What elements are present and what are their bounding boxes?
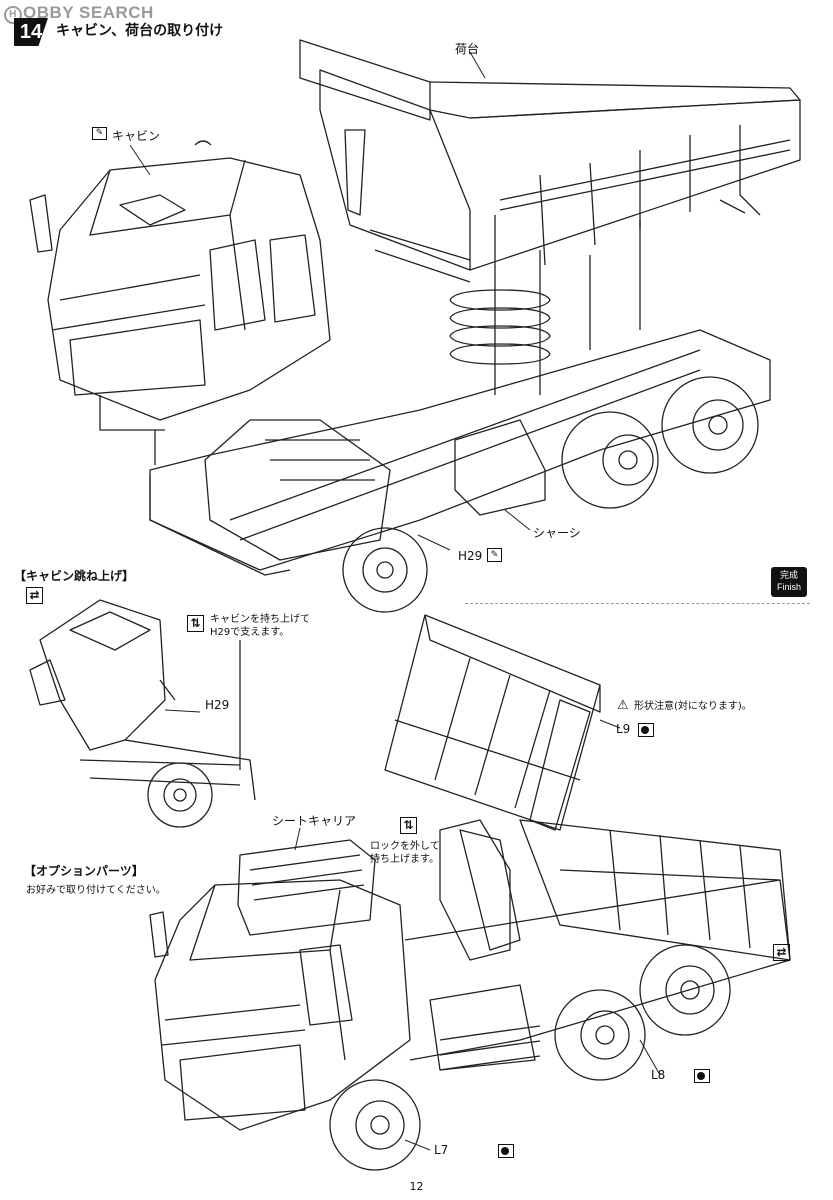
up-arrow-icon: ⇅ [400, 817, 417, 834]
finish-jp: 完成 [779, 570, 798, 580]
label-chassis: シャーシ [533, 526, 581, 540]
tilt-note-line1: キャビンを持ち上げて [210, 614, 310, 625]
leader-lines [129, 51, 661, 1151]
swap-arrows-icon: ⇄ [26, 587, 43, 604]
watermark-logo: H [4, 6, 22, 24]
step-title: キャビン、荷台の取り付け [56, 23, 224, 39]
section-divider [465, 603, 810, 604]
label-h29: H29 [458, 549, 483, 563]
option-subtext: お好みで取り付けてください。 [26, 885, 166, 896]
label-bed: 荷台 [455, 42, 480, 56]
bottom-truck-drawing [149, 829, 791, 1171]
lock-note-line1: ロックを外して [370, 841, 440, 852]
lock-note: ロックを外して 持ち上げます。 [370, 840, 440, 866]
tilt-heading: 【キャビン跳ね上げ】 [14, 569, 135, 583]
label-l8: L8 [651, 1068, 666, 1082]
page-number: 12 [409, 1180, 424, 1193]
chassis-drawing [149, 215, 771, 613]
watermark-label: OBBY SEARCH [23, 3, 154, 22]
tilt-note: キャビンを持ち上げて H29で支えます。 [210, 613, 310, 639]
swap-arrows-icon: ⇄ [773, 944, 790, 961]
lock-note-line2: 持ち上げます。 [370, 854, 439, 865]
warning-icon: ⚠ [617, 698, 629, 713]
glue-icon: ✎ [92, 127, 107, 140]
label-cabin: キャビン [112, 129, 161, 143]
finish-badge: 完成 Finish [771, 567, 807, 597]
tilt-part-h29: H29 [205, 698, 230, 712]
finish-en: Finish [776, 582, 801, 592]
label-l9: L9 [616, 722, 631, 736]
bed-spring-drawing [449, 289, 551, 365]
decal-bubble-icon [498, 1144, 515, 1158]
tilted-cabin-drawing [29, 599, 256, 828]
tilt-note-line2: H29で支えます。 [210, 627, 290, 638]
glue-icon: ✎ [487, 548, 502, 562]
shape-warning: 形状注意(対になります)。 [634, 701, 752, 712]
step-number: 14 [14, 18, 48, 46]
raised-bed-drawing [384, 614, 791, 961]
cabin-drawing [29, 140, 331, 431]
dump-bed-drawing [299, 39, 801, 283]
label-l7: L7 [434, 1143, 449, 1157]
label-sheet-carrier: シートキャリア [272, 814, 357, 828]
decal-bubble-icon [694, 1069, 711, 1083]
decal-bubble-icon [638, 723, 654, 737]
option-heading: 【オプションパーツ】 [24, 864, 144, 878]
up-arrow-icon: ⇅ [187, 615, 204, 632]
